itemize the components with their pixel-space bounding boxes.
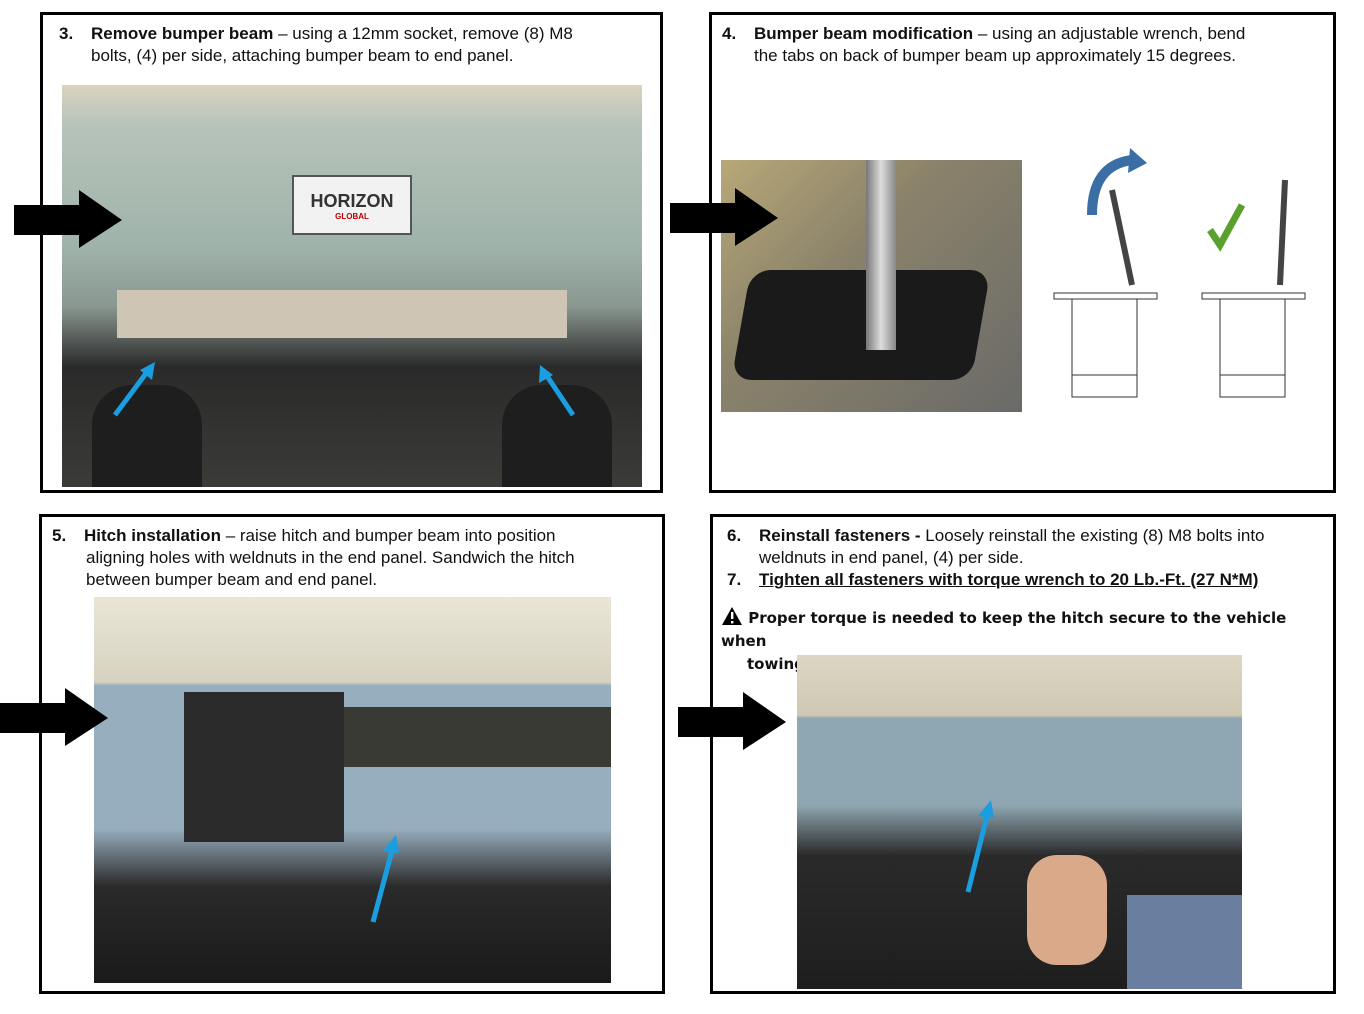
blue-arrow-right (539, 365, 576, 417)
hand (1027, 855, 1107, 965)
step-7-text: 7.Tighten all fasteners with torque wren… (727, 570, 1259, 589)
bending-diagram (1053, 148, 1306, 398)
wrench-bending-photo (721, 160, 1022, 412)
step-4-text: 4.Bumper beam modification – using an ad… (722, 24, 1246, 65)
warning-triangle-icon (722, 607, 742, 625)
hitch-installation-photo (94, 597, 611, 983)
torque-warning: Proper torque is needed to keep the hitc… (721, 606, 1333, 676)
step-5-panel: 5.Hitch installation – raise hitch and b… (39, 514, 665, 994)
black-arrow-step-4 (670, 188, 778, 246)
step-4-panel: 4.Bumper beam modification – using an ad… (709, 12, 1336, 493)
torque-wrench-photo (797, 655, 1242, 989)
wrench (866, 160, 896, 350)
check-icon (1207, 203, 1246, 252)
black-arrow-step-5 (0, 688, 108, 746)
step-3-panel: 3.Remove bumper beam – using a 12mm sock… (40, 12, 663, 493)
black-arrow-step-3 (14, 190, 122, 248)
step-6-text: 6.Reinstall fasteners - Loosely reinstal… (727, 526, 1265, 567)
step-6-7-panel: 6.Reinstall fasteners - Loosely reinstal… (710, 514, 1336, 994)
blue-arrow-step-6 (965, 800, 994, 893)
curved-arrow-icon (1087, 155, 1133, 216)
blue-arrow-step-5 (370, 835, 399, 923)
step-3-text: 3.Remove bumper beam – using a 12mm sock… (59, 24, 573, 65)
blue-arrow-left (112, 362, 155, 417)
black-arrow-step-6 (678, 692, 786, 750)
bumper-beam (117, 290, 567, 338)
step-5-text: 5.Hitch installation – raise hitch and b… (52, 526, 575, 589)
